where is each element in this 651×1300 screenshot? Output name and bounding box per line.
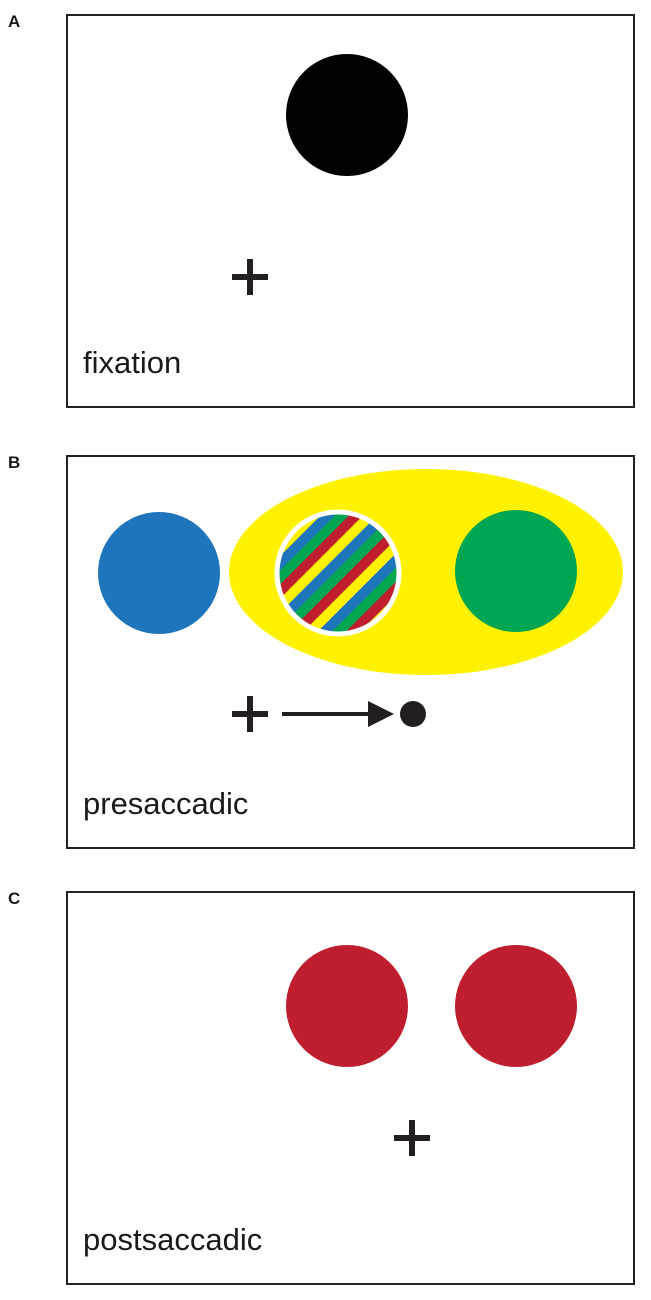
panel-letter-c: C	[8, 889, 21, 908]
panel-letter-a: A	[8, 12, 21, 31]
saccade-arrow	[282, 701, 394, 727]
panel-label-presaccadic: presaccadic	[83, 786, 249, 821]
panel-label-postsaccadic: postsaccadic	[83, 1222, 263, 1257]
panel-fixation: fixation	[66, 14, 635, 408]
panel-postsaccadic-figure	[286, 945, 577, 1156]
black-disc	[286, 54, 408, 176]
blue-disc	[98, 512, 220, 634]
panel-presaccadic: presaccadic	[66, 455, 635, 849]
panel-letter-b: B	[8, 453, 21, 472]
green-disc	[455, 510, 577, 632]
fixation-cross	[232, 696, 268, 732]
saccade-target-dot	[400, 701, 426, 727]
panel-postsaccadic: postsaccadic	[66, 891, 635, 1285]
panel-label-fixation: fixation	[83, 345, 182, 380]
red-disc-right	[455, 945, 577, 1067]
red-disc-left	[286, 945, 408, 1067]
fixation-cross	[394, 1120, 430, 1156]
striped-disc	[274, 509, 402, 637]
panel-presaccadic-figure	[98, 469, 623, 732]
panel-fixation-figure	[232, 54, 408, 295]
fixation-cross	[232, 259, 268, 295]
